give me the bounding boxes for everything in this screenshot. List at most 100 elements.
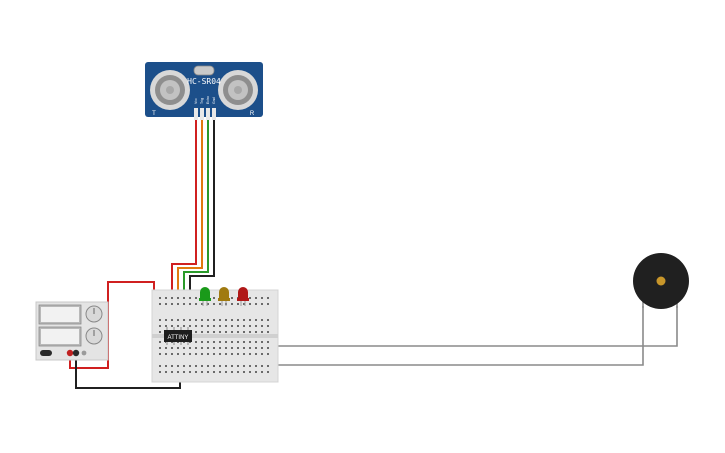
- breadboard-hole: [237, 347, 239, 349]
- breadboard-hole: [219, 331, 221, 333]
- breadboard-hole: [207, 341, 209, 343]
- breadboard-hole: [159, 303, 161, 305]
- pin-label-echo: Echo: [206, 96, 210, 104]
- breadboard-hole: [159, 371, 161, 373]
- breadboard-hole: [237, 319, 239, 321]
- breadboard-hole: [243, 325, 245, 327]
- transducer-left: [150, 70, 190, 110]
- breadboard-hole: [183, 365, 185, 367]
- breadboard-hole: [249, 341, 251, 343]
- breadboard-hole: [261, 303, 263, 305]
- power-switch[interactable]: [40, 350, 52, 356]
- breadboard-hole: [219, 303, 221, 305]
- breadboard-hole: [219, 319, 221, 321]
- wire-gnd-black[interactable]: [189, 120, 215, 298]
- breadboard-hole: [195, 331, 197, 333]
- breadboard-hole: [195, 365, 197, 367]
- breadboard-hole: [183, 303, 185, 305]
- breadboard-hole: [213, 297, 215, 299]
- breadboard-hole: [255, 303, 257, 305]
- led-green[interactable]: [199, 287, 211, 306]
- power-knob-bottom[interactable]: [85, 327, 103, 345]
- breadboard-hole: [237, 365, 239, 367]
- breadboard-hole: [201, 331, 203, 333]
- breadboard-hole: [171, 325, 173, 327]
- sensor-corner-left: T: [152, 111, 156, 117]
- power-terminal-ground[interactable]: [81, 350, 87, 356]
- breadboard-hole: [243, 371, 245, 373]
- breadboard-hole: [225, 371, 227, 373]
- breadboard-hole: [231, 353, 233, 355]
- power-terminal-positive[interactable]: [66, 349, 74, 357]
- breadboard-hole: [177, 303, 179, 305]
- breadboard-hole: [225, 325, 227, 327]
- attiny-chip[interactable]: ATTINY: [164, 327, 192, 345]
- breadboard-hole: [165, 353, 167, 355]
- wire-buzzer-2[interactable]: [178, 306, 644, 366]
- wire-trig-orange[interactable]: [177, 120, 203, 298]
- breadboard-hole: [159, 365, 161, 367]
- chip-label: ATTINY: [168, 335, 189, 341]
- breadboard-hole: [213, 371, 215, 373]
- breadboard-hole: [267, 371, 269, 373]
- breadboard-hole: [201, 303, 203, 305]
- breadboard-hole: [171, 303, 173, 305]
- breadboard-hole: [237, 341, 239, 343]
- breadboard-hole: [213, 365, 215, 367]
- breadboard-hole: [183, 319, 185, 321]
- breadboard-hole: [177, 371, 179, 373]
- breadboard-hole: [171, 347, 173, 349]
- breadboard-hole: [183, 353, 185, 355]
- breadboard-hole: [213, 325, 215, 327]
- breadboard-hole: [165, 325, 167, 327]
- breadboard-hole: [207, 319, 209, 321]
- wire-echo-green[interactable]: [183, 120, 209, 298]
- breadboard-hole: [255, 353, 257, 355]
- breadboard-hole: [171, 353, 173, 355]
- power-terminal-negative[interactable]: [72, 349, 80, 357]
- breadboard-hole: [195, 347, 197, 349]
- breadboard-hole: [201, 371, 203, 373]
- breadboard-hole: [189, 365, 191, 367]
- breadboard-hole: [171, 365, 173, 367]
- breadboard-hole: [183, 297, 185, 299]
- led-yellow[interactable]: [218, 287, 230, 306]
- breadboard-hole: [231, 319, 233, 321]
- breadboard-hole: [267, 303, 269, 305]
- breadboard-hole: [219, 365, 221, 367]
- breadboard-hole: [207, 347, 209, 349]
- breadboard-hole: [267, 331, 269, 333]
- breadboard-hole: [225, 341, 227, 343]
- breadboard-hole: [183, 325, 185, 327]
- breadboard-hole: [237, 325, 239, 327]
- breadboard-hole: [255, 347, 257, 349]
- power-knob-top[interactable]: [85, 305, 103, 323]
- breadboard-hole: [183, 347, 185, 349]
- breadboard-hole: [207, 365, 209, 367]
- power-supply[interactable]: [35, 301, 109, 361]
- breadboard-hole: [255, 371, 257, 373]
- breadboard-hole: [249, 371, 251, 373]
- breadboard-hole: [267, 341, 269, 343]
- breadboard-hole: [189, 303, 191, 305]
- breadboard-hole: [219, 371, 221, 373]
- breadboard-hole: [249, 325, 251, 327]
- breadboard-hole: [261, 297, 263, 299]
- breadboard-hole: [261, 353, 263, 355]
- breadboard-hole: [249, 347, 251, 349]
- breadboard-hole: [219, 353, 221, 355]
- breadboard-hole: [165, 347, 167, 349]
- led-red[interactable]: [237, 287, 249, 306]
- pin-label-trig: Trig: [200, 98, 204, 104]
- wire-vcc-red[interactable]: [171, 120, 197, 298]
- breadboard-hole: [267, 297, 269, 299]
- breadboard-hole: [213, 347, 215, 349]
- ultrasonic-sensor[interactable]: HC-SR04 T R Vcc Trig Echo Gnd: [145, 62, 263, 120]
- sensor-model-label: HC-SR04: [187, 77, 221, 86]
- breadboard-hole: [195, 353, 197, 355]
- breadboard-hole: [267, 347, 269, 349]
- breadboard-hole: [249, 303, 251, 305]
- breadboard-hole: [267, 353, 269, 355]
- piezo-buzzer[interactable]: [633, 253, 689, 309]
- wire-buzzer-1[interactable]: [230, 306, 678, 347]
